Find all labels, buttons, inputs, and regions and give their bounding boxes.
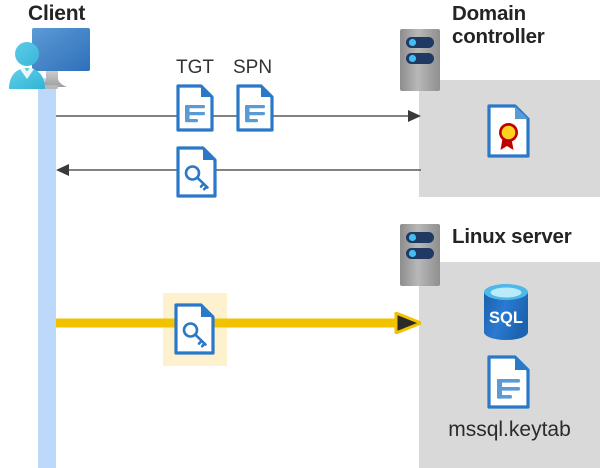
keytab-document-icon (487, 355, 531, 409)
service-ticket-key-document-icon (176, 146, 218, 198)
spn-label: SPN (233, 57, 273, 78)
arrow-client-to-dc (56, 108, 421, 124)
sql-database-icon: SQL (480, 283, 532, 341)
domain-controller-server-icon (398, 27, 442, 93)
spn-document-icon (236, 84, 274, 132)
user-monitor-icon (6, 26, 94, 98)
tgt-label: TGT (176, 57, 214, 78)
linux-server-server-icon (398, 222, 442, 288)
arrow-dc-to-client (56, 162, 421, 178)
client-label: Client (28, 2, 86, 25)
domain-controller-label: Domain controller (452, 2, 545, 48)
keytab-file-label: mssql.keytab (448, 418, 571, 441)
certificate-document-icon (487, 104, 531, 158)
sql-database-text: SQL (489, 309, 523, 327)
client-lifeline (38, 78, 56, 468)
tgt-document-icon (176, 84, 214, 132)
arrow-client-to-linux (56, 311, 423, 335)
linux-server-label: Linux server (452, 225, 572, 248)
key-document-icon (174, 303, 216, 355)
